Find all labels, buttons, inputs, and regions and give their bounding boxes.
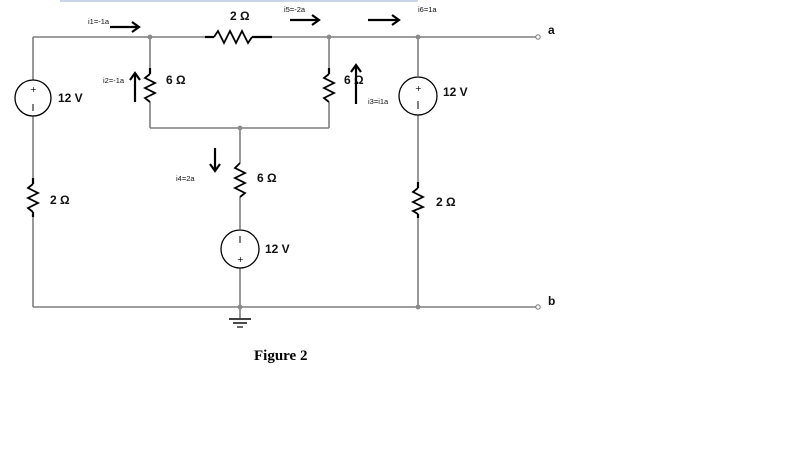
resistor-right-label: 2 Ω [436,195,456,209]
figure-caption: Figure 2 [254,348,307,364]
resistor-mid-left-label: 6 Ω [166,73,186,87]
top-border-strip [60,0,418,2]
current-i2-label: i2=-1a [103,76,125,85]
junction-dot [326,34,332,40]
resistor-mid-left [142,68,158,103]
ground-icon [229,318,251,328]
arrow-down-icon [209,148,221,173]
current-i3-label: i3=i1a [368,97,389,106]
voltage-source-center-label: 12 V [265,242,290,256]
resistor-top-label: 2 Ω [230,9,250,23]
arrow-right-icon [110,21,141,33]
junction-dot [237,125,243,131]
voltage-source-left-label: 12 V [58,91,83,105]
resistor-left-label: 2 Ω [50,193,70,207]
junction-dots [147,34,421,310]
voltage-source-center: + [220,229,260,269]
voltage-source-right-label: 12 V [443,85,468,99]
svg-text:+: + [237,255,244,264]
terminal-a-label: a [548,23,555,37]
current-i4-label: i4=2a [176,174,195,183]
svg-text:+: + [30,85,37,94]
current-i1-label: i1=-1a [88,17,110,26]
arrow-up-icon [350,63,362,104]
junction-dot [415,304,421,310]
resistor-mid-right-label: 6 Ω [344,73,364,87]
junction-dot [237,304,243,310]
arrow-right-icon [368,14,401,26]
resistor-center [232,162,248,198]
arrow-up-icon [129,71,141,102]
resistor-center-label: 6 Ω [257,171,277,185]
terminal-a-node [535,34,541,40]
arrow-right-icon [290,14,321,26]
current-i6-label: i6=1a [418,5,437,14]
terminal-b-node [535,304,541,310]
junction-dot [415,34,421,40]
resistor-left [25,178,41,217]
terminal-b-label: b [548,294,555,308]
wires [32,36,536,318]
svg-text:+: + [415,84,422,93]
resistor-right [410,182,426,218]
resistor-top [205,28,272,46]
voltage-source-right: + [398,76,438,116]
resistor-mid-right [321,68,337,103]
current-i5-label: i5=-2a [284,5,306,14]
junction-dot [147,34,153,40]
voltage-source-left: + [14,79,52,117]
